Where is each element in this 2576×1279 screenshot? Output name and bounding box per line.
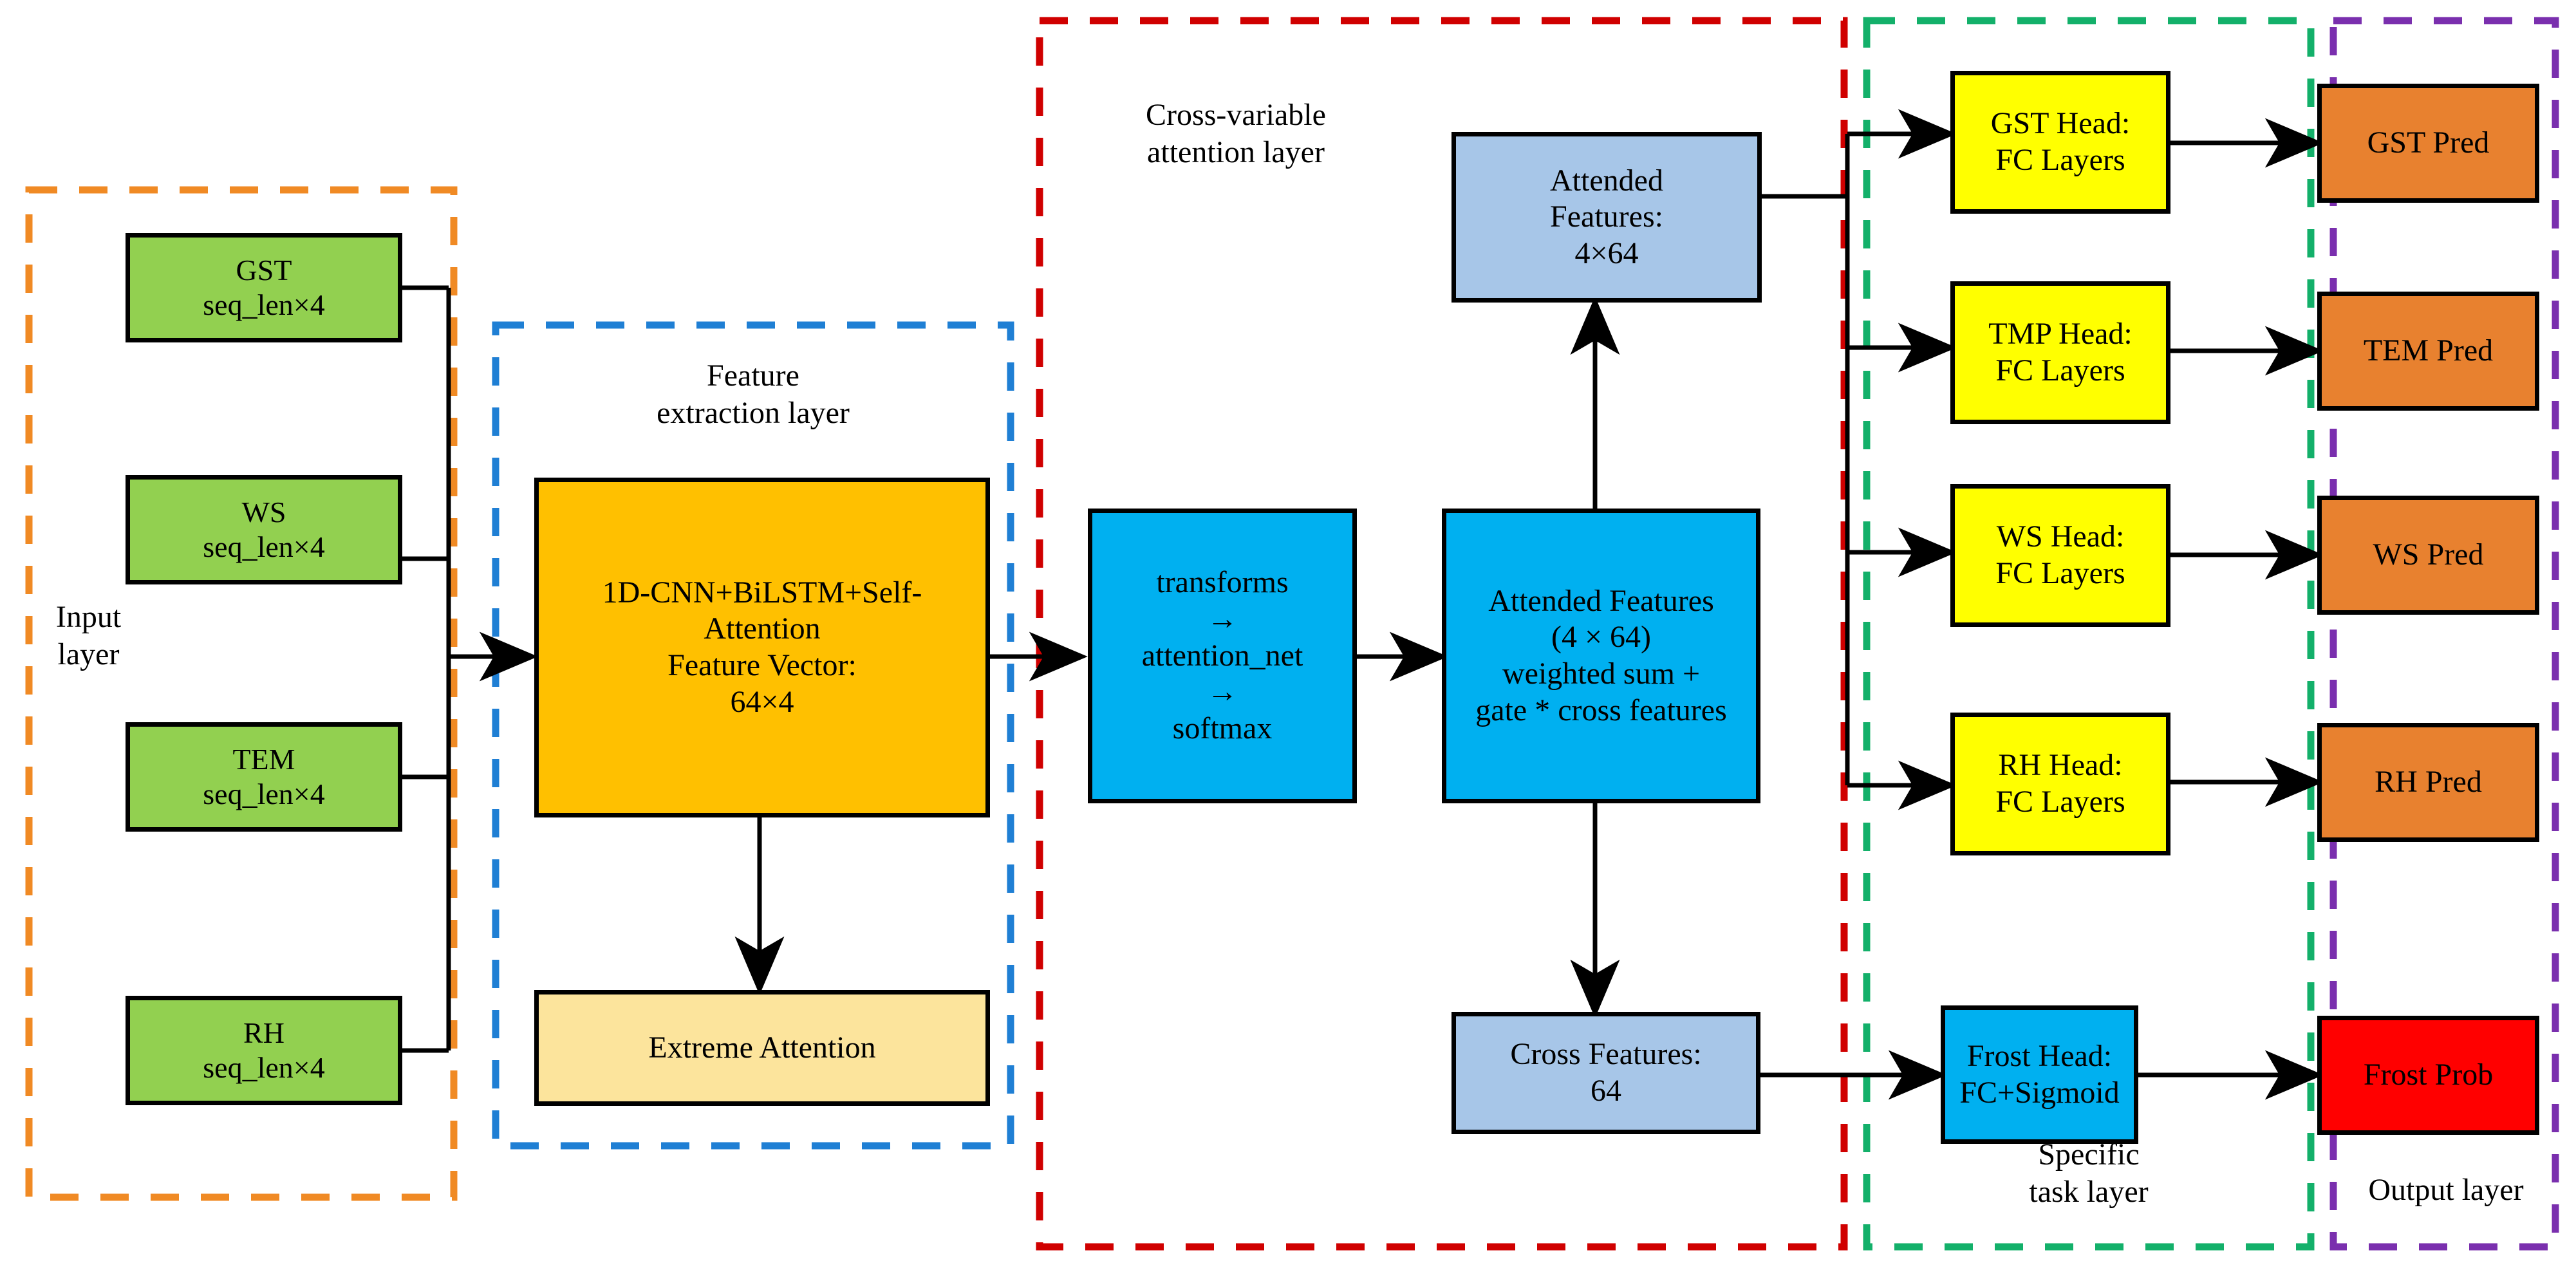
group-label-attention-layer: Cross-variable attention layer	[1146, 98, 1326, 169]
input-box-tem[interactable]: TEM seq_len×4	[126, 722, 402, 832]
input-box-ws[interactable]: WS seq_len×4	[126, 475, 402, 584]
group-frame-feature-layer	[492, 321, 1014, 1150]
task-head-tmp[interactable]: TMP Head: FC Layers	[1950, 281, 2170, 424]
cross-features-box[interactable]: Cross Features: 64	[1451, 1012, 1760, 1134]
group-label-task-layer: Specific task layer	[2029, 1137, 2149, 1209]
extreme-attention-box[interactable]: Extreme Attention	[534, 990, 990, 1106]
group-frame-input-layer	[25, 186, 458, 1201]
task-head-gst[interactable]: GST Head: FC Layers	[1950, 71, 2170, 214]
group-label-output-layer: Output layer	[2368, 1173, 2524, 1207]
output-pred-ws[interactable]: WS Pred	[2317, 496, 2539, 615]
group-frame-task-layer	[1863, 17, 2315, 1251]
task-head-ws[interactable]: WS Head: FC Layers	[1950, 484, 2170, 627]
group-frame-attention-layer	[1036, 17, 1848, 1251]
output-pred-gst[interactable]: GST Pred	[2317, 84, 2539, 203]
output-pred-tem[interactable]: TEM Pred	[2317, 292, 2539, 411]
group-frame-output-layer	[2329, 17, 2559, 1251]
task-head-frost[interactable]: Frost Head: FC+Sigmoid	[1941, 1005, 2138, 1144]
attended-features-top-box[interactable]: Attended Features: 4×64	[1451, 132, 1762, 303]
output-pred-frost-prob[interactable]: Frost Prob	[2317, 1016, 2539, 1135]
input-box-rh[interactable]: RH seq_len×4	[126, 996, 402, 1105]
output-pred-rh[interactable]: RH Pred	[2317, 723, 2539, 842]
attended-features-main-box[interactable]: Attended Features (4 × 64) weighted sum …	[1442, 509, 1760, 803]
task-head-rh[interactable]: RH Head: FC Layers	[1950, 713, 2170, 855]
group-label-input-layer: Input layer	[55, 600, 122, 671]
feature-extraction-box[interactable]: 1D-CNN+BiLSTM+Self- Attention Feature Ve…	[534, 478, 990, 817]
input-box-gst[interactable]: GST seq_len×4	[126, 233, 402, 342]
transforms-box[interactable]: transforms → attention_net → softmax	[1088, 509, 1357, 803]
group-label-feature-layer: Feature extraction layer	[657, 359, 850, 430]
